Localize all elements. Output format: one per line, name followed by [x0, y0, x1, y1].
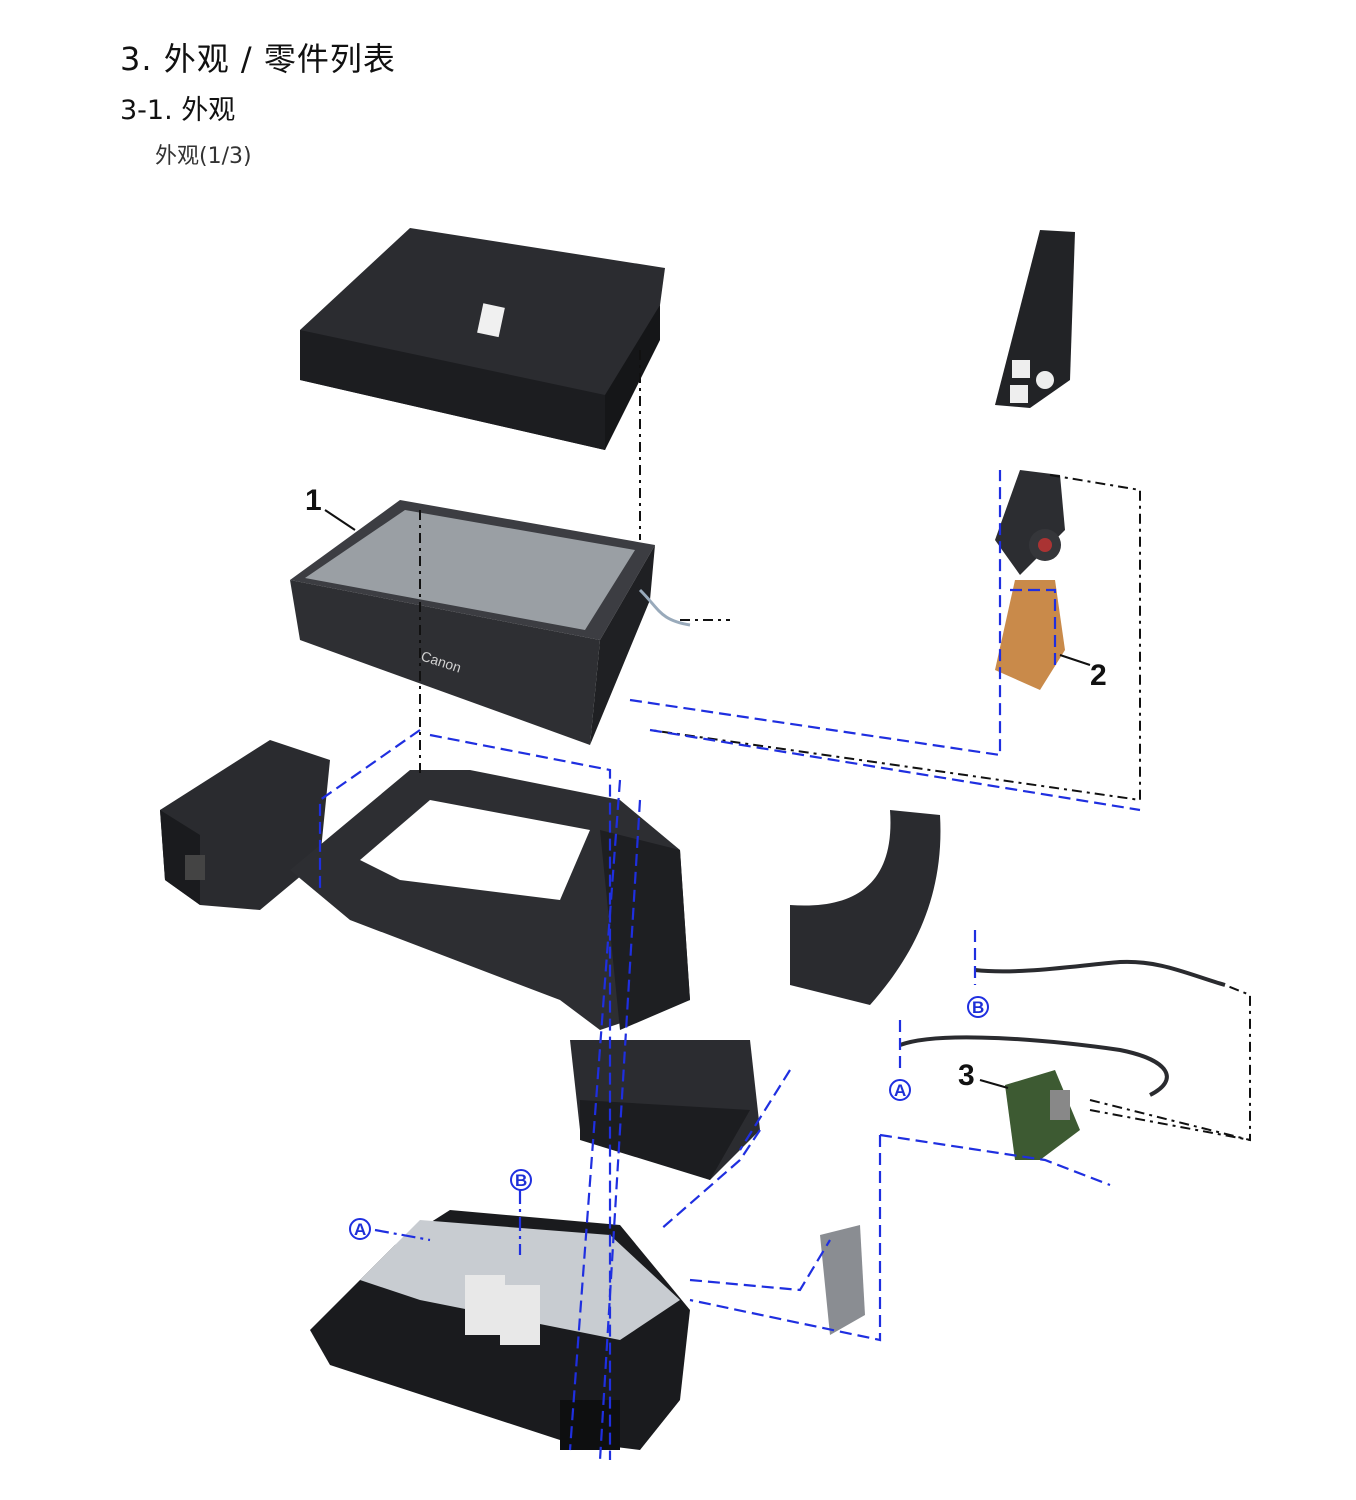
callout-2: 2 [1090, 659, 1107, 692]
logic-board [1005, 1070, 1080, 1160]
connector-marker-a-lower: A [349, 1218, 371, 1240]
section-title: 3. 外观 / 零件列表 [120, 40, 396, 78]
scanner-unit: Canon [290, 500, 691, 745]
svg-text:B: B [972, 998, 984, 1017]
main-frame [290, 770, 690, 1030]
svg-text:A: A [894, 1081, 906, 1100]
right-side-cover [790, 810, 941, 1005]
subsection-title: 3-1. 外观 [120, 95, 236, 126]
operation-panel-assembly [995, 470, 1065, 690]
operation-panel-cover [995, 230, 1075, 408]
callout-3: 3 [958, 1059, 975, 1092]
board-bracket [820, 1225, 865, 1335]
cable-b [974, 959, 1226, 987]
svg-text:B: B [515, 1171, 527, 1190]
printer-base-unit [310, 1210, 690, 1450]
connector-marker-b-lower: B [510, 1169, 532, 1191]
left-side-cover [160, 740, 330, 910]
connector-marker-a-upper: A [889, 1079, 911, 1101]
document-cover [300, 228, 665, 450]
figure-caption: 外观(1/3) [155, 144, 252, 169]
callout-1: 1 [305, 484, 322, 517]
cable-a [899, 1035, 1169, 1097]
paper-support [570, 1040, 760, 1180]
svg-text:A: A [354, 1220, 366, 1239]
connector-marker-b-upper: B [967, 996, 989, 1018]
